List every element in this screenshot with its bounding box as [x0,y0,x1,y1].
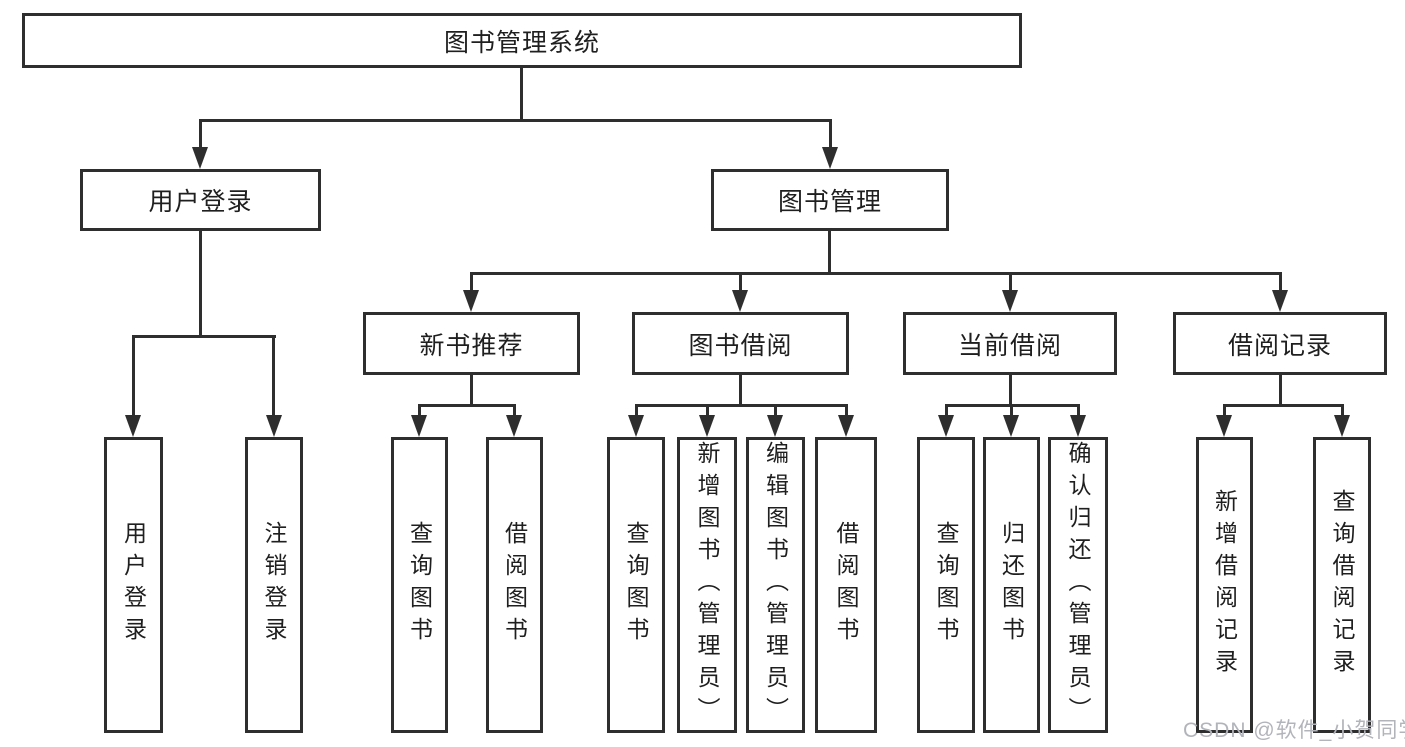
arrowhead-book-management [822,147,838,169]
arrowhead-query-record [1334,415,1350,437]
connector-root-rail [199,119,832,122]
connector-drop-user-login [199,119,202,149]
arrowhead-current-borrow [1002,290,1018,312]
arrowhead-query-borrow [628,415,644,437]
connector-user-login-rail [132,335,276,338]
node-borrow-records: 借阅记录 [1173,312,1387,375]
connector-book-management-riser [828,231,831,275]
connector-drop-book-management [829,119,832,149]
connector-drop-borrow-records [1279,272,1282,294]
leaf-borrow-books-recommend: 借阅图书 [486,437,543,733]
connector-drop-query-current [945,404,948,419]
arrowhead-leaf-logout [266,415,282,437]
arrowhead-edit-book [767,415,783,437]
connector-drop-query-recommend [418,404,421,419]
leaf-query-books-borrow: 查询图书 [607,437,665,733]
leaf-query-books-current: 查询图书 [917,437,975,733]
connector-drop-add-record [1223,404,1226,419]
connector-drop-borrow-book [845,404,848,419]
node-root: 图书管理系统 [22,13,1022,68]
arrowhead-new-book [463,290,479,312]
arrowhead-query-current [938,415,954,437]
leaf-add-book-admin: 新增图书（管理员） [677,437,737,733]
node-new-book-recommend: 新书推荐 [363,312,580,375]
leaf-user-login: 用户登录 [104,437,163,733]
arrowhead-add-record [1216,415,1232,437]
arrowhead-leaf-user-login [125,415,141,437]
connector-drop-borrow-recommend [513,404,516,419]
leaf-borrow-books: 借阅图书 [815,437,877,733]
node-current-borrow: 当前借阅 [903,312,1117,375]
connector-drop-confirm-return [1077,404,1080,419]
connector-borrow-records-rail [1223,404,1344,407]
connector-drop-return-book [1010,404,1013,419]
node-book-management: 图书管理 [711,169,949,231]
connector-drop-leaf-logout [272,335,275,420]
connector-borrow-records-riser [1279,375,1282,406]
arrowhead-return-book [1003,415,1019,437]
connector-drop-current-borrow [1009,272,1012,294]
leaf-query-borrow-record: 查询借阅记录 [1313,437,1371,733]
arrowhead-book-borrow [732,290,748,312]
connector-root-riser [520,68,523,121]
connector-current-borrow-riser [1009,375,1012,406]
arrowhead-user-login [192,147,208,169]
connector-book-management-rail [470,272,1281,275]
arrowhead-confirm-return [1070,415,1086,437]
arrowhead-borrow-book [838,415,854,437]
connector-new-book-rail [418,404,516,407]
arrowhead-borrow-recommend [506,415,522,437]
leaf-return-book: 归还图书 [983,437,1040,733]
leaf-edit-book-admin: 编辑图书（管理员） [746,437,805,733]
leaf-confirm-return-admin: 确认归还（管理员） [1048,437,1108,733]
connector-drop-add-book [706,404,709,419]
connector-user-login-riser [199,231,202,337]
connector-drop-book-borrow [739,272,742,294]
arrowhead-add-book [699,415,715,437]
node-book-borrow: 图书借阅 [632,312,849,375]
leaf-logout: 注销登录 [245,437,303,733]
leaf-query-books-recommend: 查询图书 [391,437,448,733]
arrowhead-query-recommend [411,415,427,437]
arrowhead-borrow-records [1272,290,1288,312]
connector-drop-edit-book [774,404,777,419]
connector-drop-leaf-user-login [132,335,135,420]
node-user-login: 用户登录 [80,169,321,231]
leaf-add-borrow-record: 新增借阅记录 [1196,437,1253,733]
csdn-watermark: CSDN @软件_小贺同学 [1183,719,1405,742]
connector-drop-query-borrow [635,404,638,419]
connector-book-borrow-riser [739,375,742,406]
connector-new-book-riser [470,375,473,406]
connector-drop-new-book [470,272,473,294]
connector-book-borrow-rail [635,404,847,407]
connector-drop-query-record [1341,404,1344,419]
